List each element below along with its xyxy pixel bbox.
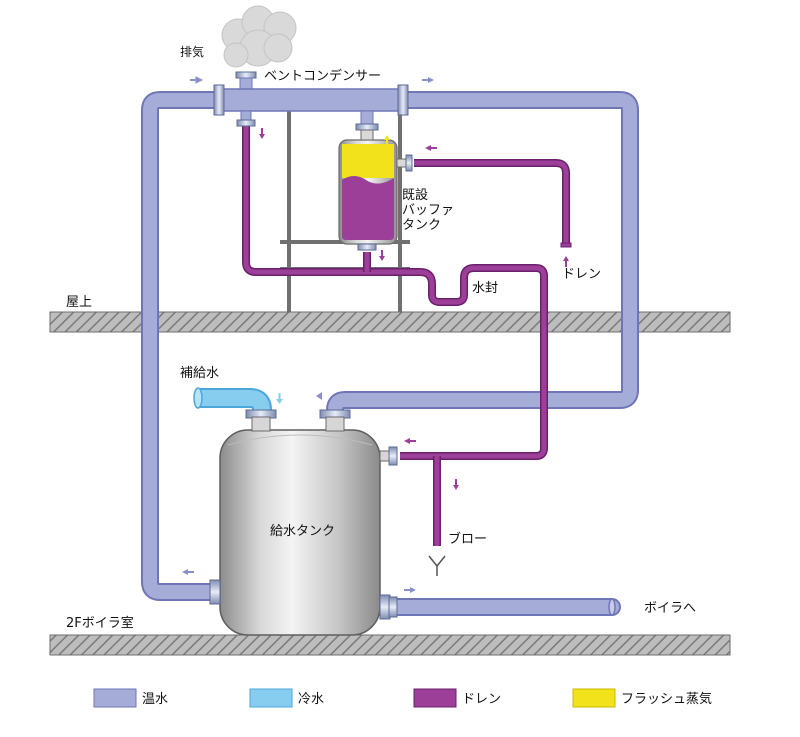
flow-arrow-icon [182, 569, 188, 575]
flow-arrows [182, 76, 569, 593]
vent-condenser-label: ベントコンデンサー [264, 68, 381, 84]
vent-condenser [213, 84, 409, 131]
buffer-tank [338, 129, 413, 251]
legend-swatch-drain [413, 688, 457, 708]
flow-arrow-icon [410, 587, 416, 593]
buffer-tank-label-line2: バッファ [402, 203, 454, 218]
flow-arrow-icon [563, 256, 569, 261]
legend-label-drain: ドレン [462, 692, 501, 707]
feed-tank-label: 給水タンク [270, 524, 335, 539]
boiler-pipe-end [608, 598, 616, 616]
makeup-water-label: 補給水 [180, 366, 219, 381]
flow-arrow-icon [276, 399, 283, 404]
hot-water-pipe [141, 91, 639, 616]
exhaust-nozzle [235, 71, 257, 91]
legend-label-cold-water: 冷水 [298, 692, 324, 707]
roof-floor-slab [49, 311, 731, 333]
flow-arrow-icon [195, 76, 204, 84]
legend-label-hot-water: 温水 [142, 692, 168, 707]
to-boiler-label: ボイラへ [644, 601, 696, 616]
buffer-tank-label-line1: 既設 [402, 187, 428, 203]
boiler-room-floor-slab [49, 634, 731, 656]
flow-arrow-icon [428, 77, 434, 83]
water-seal-label: 水封 [472, 281, 498, 296]
flow-arrow-icon [404, 438, 410, 444]
flow-arrow-icon [379, 256, 385, 261]
roof-label: 屋上 [66, 295, 92, 310]
blow-label: ブロー [448, 531, 487, 547]
boiler-room-label: 2Fボイラ室 [66, 615, 134, 631]
drain-pipe-end [560, 242, 572, 248]
drain-pipe [242, 125, 570, 546]
flow-arrow-icon [384, 135, 390, 140]
legend-swatch-cold-water [249, 688, 293, 708]
legend-swatch-hot-water [93, 688, 137, 708]
flow-arrow-icon [316, 392, 322, 400]
steam-cloud-icon [221, 5, 297, 68]
exhaust-label: 排気 [180, 44, 204, 59]
legend-swatch-flash-steam [572, 688, 616, 708]
buffer-tank-label-line3: タンク [402, 218, 441, 233]
drain-funnel-icon [428, 555, 446, 576]
legend-label-flash-steam: フラッシュ蒸気 [621, 691, 712, 707]
flow-arrow-icon [259, 134, 265, 139]
flow-arrow-icon [453, 485, 459, 490]
legend: 温水 冷水 ドレン フラッシュ蒸気 [93, 688, 712, 708]
drain-label: ドレン [562, 267, 601, 282]
flow-arrow-icon [425, 145, 431, 151]
feed-water-tank [209, 409, 398, 636]
